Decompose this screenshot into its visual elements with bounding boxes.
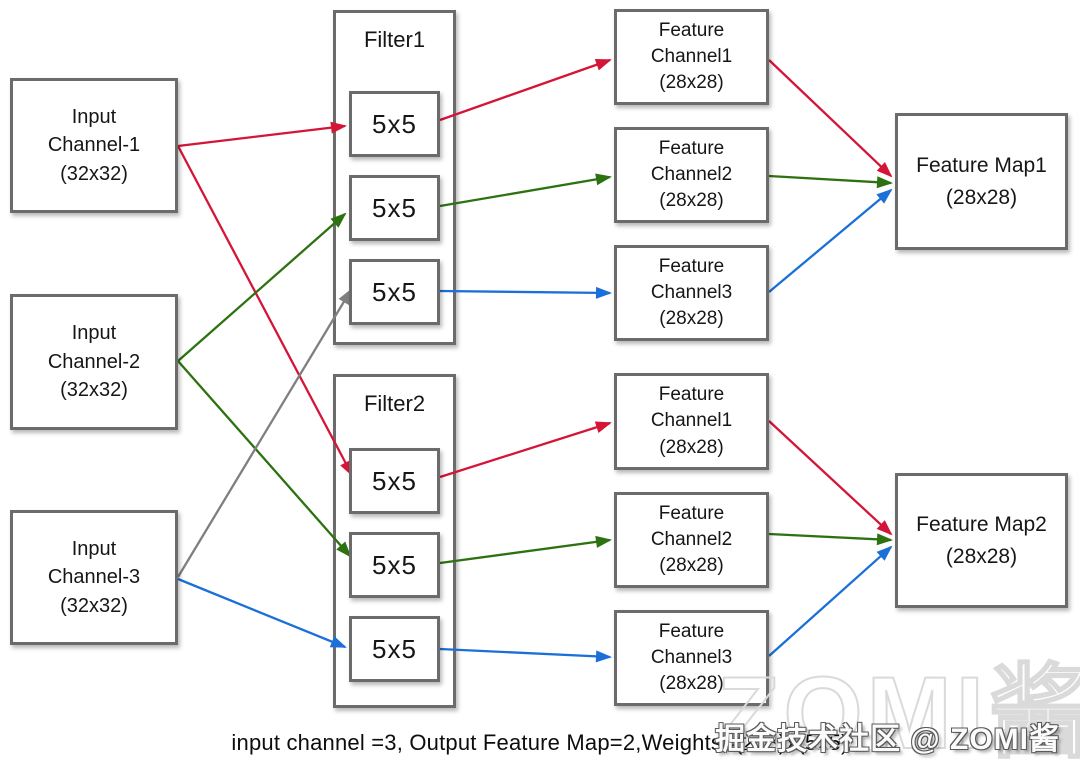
filter2-kernel-1-box: 5x5 [349, 448, 440, 514]
input-channel-3-box: Input Channel-3 (32x32) [10, 510, 178, 645]
arrow-f2k1-fc4 [439, 421, 612, 479]
arrow-fc6-map2 [768, 545, 893, 657]
arrow-input3-filter2-k3 [177, 577, 347, 649]
arrow-input1-filter2-k1 [176, 145, 354, 477]
feature-channel1-bottom-box: Feature Channel1 (28x28) [614, 373, 769, 470]
arrow-f1k1-fc1 [439, 58, 612, 122]
feature-channel3-bottom-line3: (28x28) [659, 673, 724, 695]
input-channel-3-line2: Channel-3 [47, 566, 141, 589]
feature-channel2-bottom-line2: Channel2 [650, 528, 733, 550]
filter1-kernel-3-box: 5x5 [349, 259, 440, 325]
input-channel-3-line3: (32x32) [60, 594, 128, 617]
filter1-label: Filter1 [363, 27, 426, 52]
filter2-kernel-3-box: 5x5 [349, 616, 440, 682]
input-channel-2-line2: Channel-2 [47, 350, 141, 373]
feature-channel3-top-line3: (28x28) [659, 308, 724, 330]
input-channel-1-line3: (32x32) [60, 162, 128, 185]
feature-map-1-line1: Feature Map1 [916, 154, 1047, 177]
feature-channel3-top-line2: Channel3 [650, 281, 733, 303]
feature-map-2-box: Feature Map2 (28x28) [895, 473, 1068, 608]
feature-channel2-bottom-box: Feature Channel2 (28x28) [614, 492, 769, 588]
filter1-kernel-2-box: 5x5 [349, 175, 440, 241]
feature-channel2-top-line3: (28x28) [659, 190, 724, 212]
feature-channel1-top-line3: (28x28) [659, 72, 724, 94]
feature-channel2-bottom-line3: (28x28) [659, 555, 724, 577]
feature-map-1-box: Feature Map1 (28x28) [895, 113, 1068, 250]
feature-map-1-line2: (28x28) [945, 185, 1018, 209]
feature-channel1-top-line2: Channel1 [650, 45, 733, 67]
input-channel-3-line1: Input [71, 537, 117, 560]
feature-channel1-top-line1: Feature [658, 19, 725, 41]
input-channel-2-box: Input Channel-2 (32x32) [10, 294, 178, 430]
arrow-f1k3-fc3 [439, 286, 612, 299]
feature-channel2-top-line1: Feature [658, 137, 725, 159]
feature-channel1-bottom-line2: Channel1 [650, 410, 733, 432]
input-channel-2-line1: Input [71, 322, 117, 345]
filter1-kernel-1-label: 5x5 [372, 108, 417, 139]
input-channel-1-line1: Input [71, 105, 117, 128]
input-channel-1-box: Input Channel-1 (32x32) [10, 78, 178, 213]
arrow-input2-filter2-k2 [177, 360, 352, 558]
feature-channel3-bottom-line1: Feature [658, 620, 725, 642]
filter1-kernel-1-box: 5x5 [349, 91, 440, 157]
feature-channel1-bottom-line1: Feature [658, 384, 725, 406]
arrow-fc3-map1 [768, 188, 893, 293]
arrow-fc2-map1 [768, 174, 893, 189]
feature-channel3-bottom-box: Feature Channel3 (28x28) [614, 610, 769, 706]
input-channel-1-line2: Channel-1 [47, 134, 141, 157]
arrow-input1-filter1-k1 [177, 121, 347, 148]
watermark-big: ZOMI酱 [716, 656, 1080, 769]
arrow-fc4-map2 [768, 420, 893, 536]
arrow-fc1-map1 [768, 59, 893, 178]
filter2-label: Filter2 [363, 391, 426, 416]
feature-channel3-bottom-line2: Channel3 [650, 646, 733, 668]
arrow-input2-filter1-k2 [177, 212, 347, 362]
arrow-f1k2-fc2 [439, 173, 612, 208]
feature-channel2-top-line2: Channel2 [650, 163, 733, 185]
filter2-kernel-1-label: 5x5 [372, 465, 417, 496]
filter2-kernel-2-label: 5x5 [372, 549, 417, 580]
filter2-kernel-2-box: 5x5 [349, 532, 440, 598]
caption: input channel =3, Output Feature Map=2,W… [231, 730, 849, 755]
feature-channel1-top-box: Feature Channel1 (28x28) [614, 9, 769, 105]
filter1-kernel-2-label: 5x5 [372, 192, 417, 223]
feature-map-2-line1: Feature Map2 [916, 513, 1047, 536]
input-channel-2-line3: (32x32) [60, 379, 128, 402]
arrow-f2k3-fc6 [439, 647, 612, 663]
feature-channel3-top-line1: Feature [658, 255, 725, 277]
filter2-kernel-3-label: 5x5 [372, 633, 417, 664]
arrow-fc5-map2 [768, 532, 893, 546]
arrow-input3-filter1-k3 [177, 288, 353, 578]
feature-channel3-top-box: Feature Channel3 (28x28) [614, 245, 769, 341]
filter1-kernel-3-label: 5x5 [372, 276, 417, 307]
watermark-small: 掘金技术社区 @ ZOMI酱 [715, 723, 1060, 756]
arrow-f2k2-fc5 [439, 535, 612, 565]
feature-map-2-line2: (28x28) [945, 544, 1018, 568]
feature-channel2-bottom-line1: Feature [658, 502, 725, 524]
feature-channel1-bottom-line3: (28x28) [659, 436, 724, 458]
feature-channel2-top-box: Feature Channel2 (28x28) [614, 127, 769, 223]
